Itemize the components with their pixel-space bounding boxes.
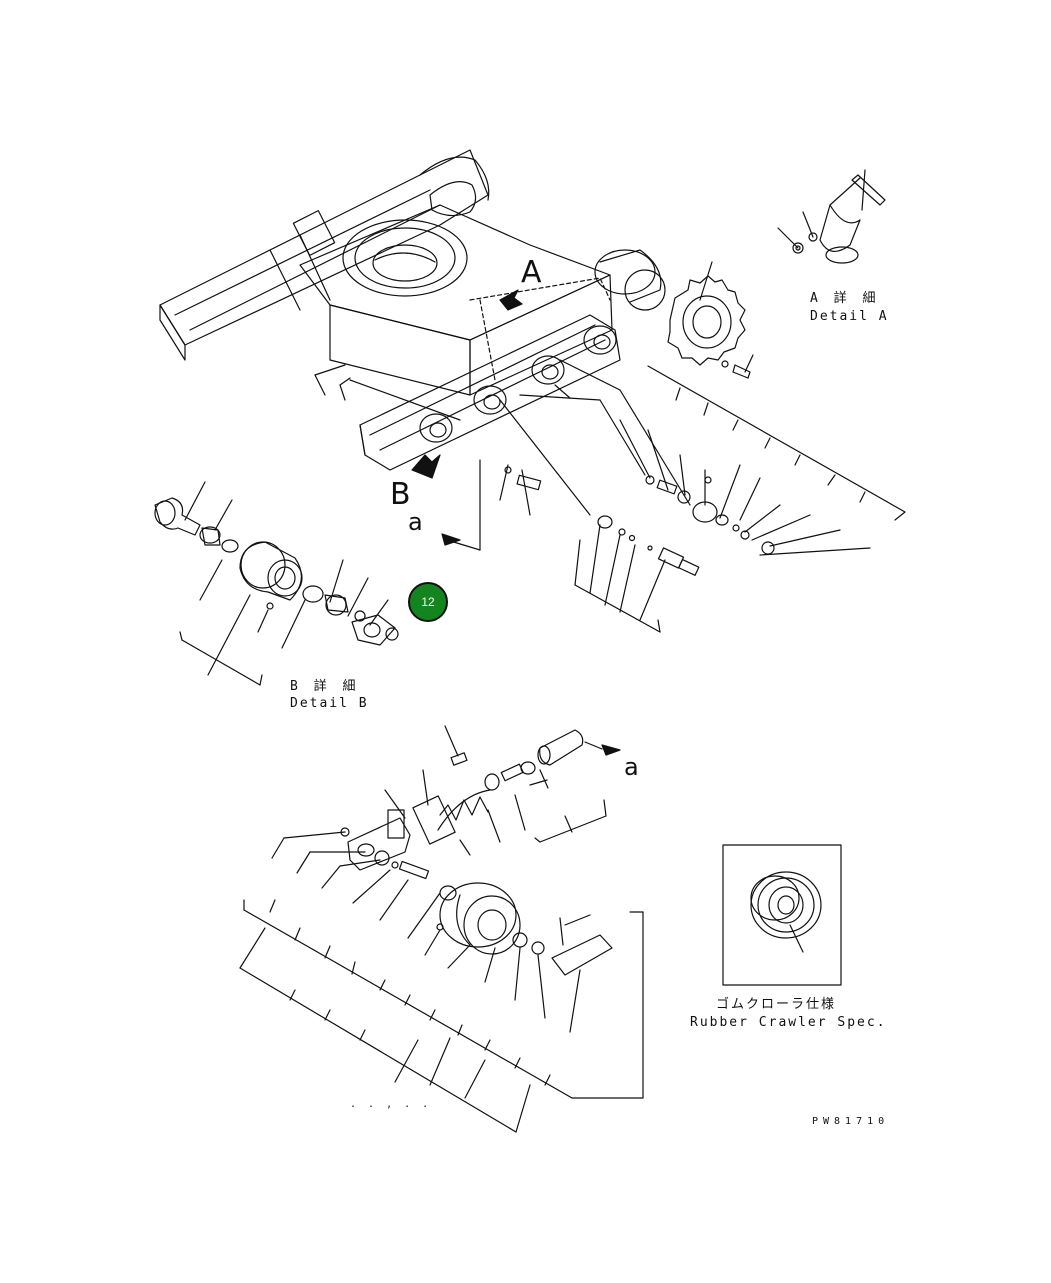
frame-roller-1 <box>583 325 617 355</box>
rubber-crawler-box <box>722 844 842 986</box>
frame-roller-4 <box>419 413 453 443</box>
detail-a-en-label: Detail A <box>810 309 889 324</box>
detail-a-parts <box>667 169 886 379</box>
drawing-code: PW81710 <box>812 1116 890 1127</box>
detail-b-parts <box>154 481 399 686</box>
roller-bolt-parts <box>441 365 906 633</box>
view-letter-b: B <box>390 477 411 512</box>
part-callout-12[interactable]: 12 <box>408 582 448 622</box>
idler-assembly <box>239 725 644 1133</box>
detail-a-jp-label: A 詳 細 <box>810 291 880 306</box>
arrow-letter-a-1: a <box>408 508 423 536</box>
track-frame <box>159 149 666 479</box>
frame-roller-3 <box>473 385 507 415</box>
view-letter-a: A <box>521 255 542 290</box>
rubber-crawler-jp-label: ゴムクローラ仕様 <box>716 997 837 1012</box>
frame-roller-2 <box>531 355 565 385</box>
detail-b-en-label: Detail B <box>290 696 369 711</box>
footer-marks: . . , . . <box>350 1099 432 1110</box>
leader-lines-top <box>314 359 691 551</box>
detail-b-jp-label: B 詳 細 <box>290 679 360 694</box>
arrow-letter-a-2: a <box>624 753 639 781</box>
rubber-crawler-en-label: Rubber Crawler Spec. <box>690 1015 887 1030</box>
